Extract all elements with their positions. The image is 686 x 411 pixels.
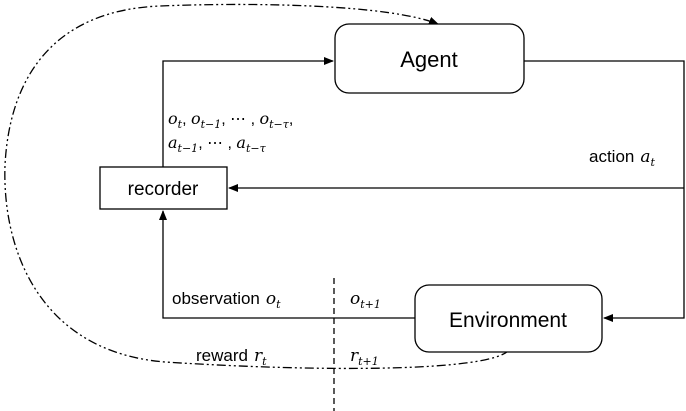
history-label-line2: at−1, ⋯ , at−τ <box>168 133 267 155</box>
next-observation-label: ot+1 <box>350 289 381 311</box>
action-to-environment-arrow <box>524 60 685 322</box>
recorder-box <box>99 166 228 210</box>
reward-feedback-curve <box>4 3 510 370</box>
next-reward-label: rt+1 <box>350 346 379 368</box>
environment-label: Environment <box>449 309 567 332</box>
history-to-agent-arrow <box>162 57 334 167</box>
agent-label: Agent <box>400 47 458 72</box>
agent-box <box>334 23 525 94</box>
observation-to-recorder-arrow <box>159 210 415 319</box>
recorder-label: recorder <box>128 179 199 200</box>
history-label-line1: ot, ot−1, ⋯ , ot−τ, <box>168 109 293 131</box>
